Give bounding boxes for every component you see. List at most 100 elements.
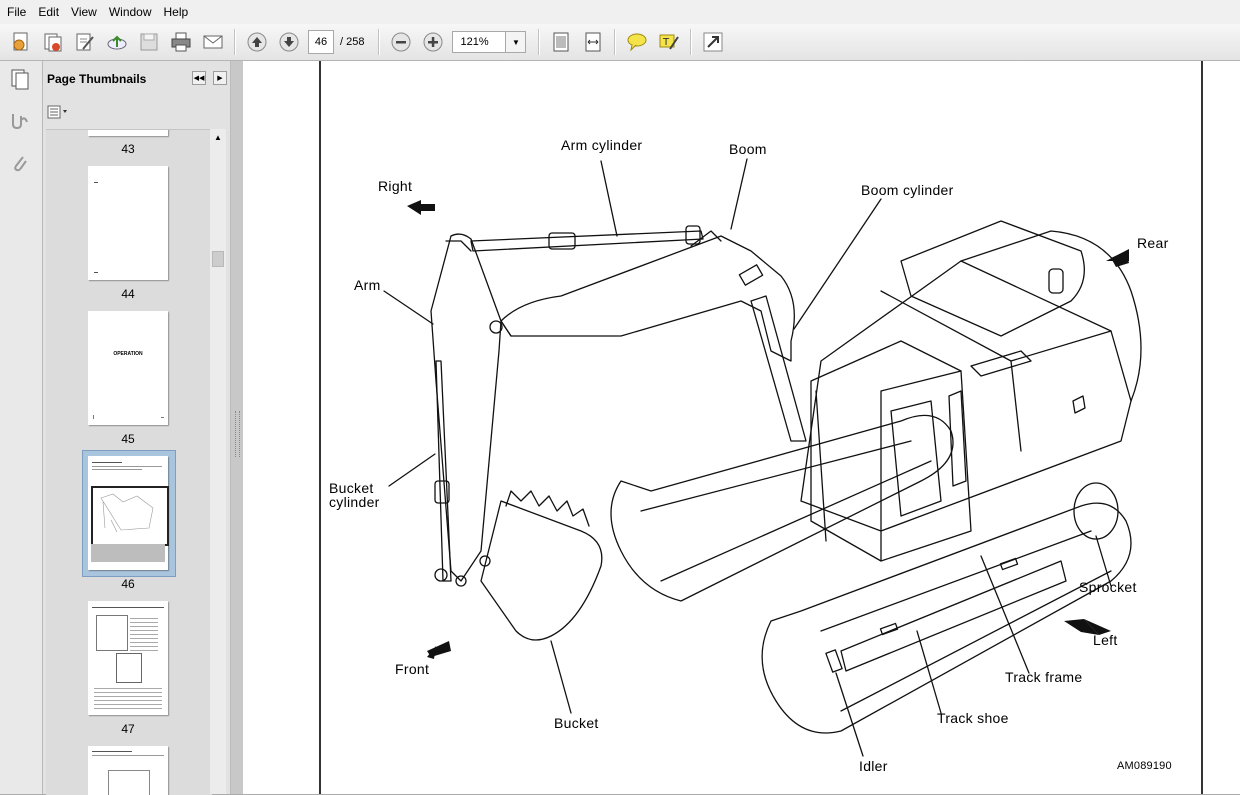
scrollbar-thumb[interactable] <box>212 251 224 267</box>
fit-width-icon[interactable] <box>580 29 606 55</box>
thumbnail-scrollbar[interactable]: ▲ <box>210 129 226 794</box>
label-bucket-cylinder-line2: cylinder <box>329 494 380 510</box>
label-arm-cylinder: Arm cylinder <box>561 137 642 153</box>
email-icon[interactable] <box>200 29 226 55</box>
toolbar-separator <box>378 29 380 55</box>
next-page-icon[interactable] <box>276 29 302 55</box>
expand-icon[interactable] <box>700 29 726 55</box>
exhaust-stack <box>1049 269 1063 293</box>
upper-structure <box>801 231 1141 531</box>
print-icon[interactable] <box>168 29 194 55</box>
page-number-label: 46 <box>88 577 168 591</box>
zoom-in-icon[interactable] <box>420 29 446 55</box>
thumbnails-title: Page Thumbnails <box>47 72 146 86</box>
navigation-strip <box>0 61 43 794</box>
expand-panel-button[interactable]: ▶ <box>213 71 227 85</box>
leader-bucket-cylinder <box>389 454 435 486</box>
label-bucket: Bucket <box>554 715 599 731</box>
signatures-icon[interactable] <box>8 109 32 133</box>
leader-track-frame <box>981 556 1029 673</box>
panel-splitter[interactable] <box>230 61 243 794</box>
edit-document-icon[interactable] <box>72 29 98 55</box>
svg-text:T: T <box>662 37 670 48</box>
thumbnail-options-button[interactable] <box>47 104 73 120</box>
page-number-label: 44 <box>88 287 168 301</box>
comment-icon[interactable] <box>624 29 650 55</box>
fit-page-icon[interactable] <box>548 29 574 55</box>
idler <box>826 650 842 672</box>
document-view: Arm cylinder Boom Boom cylinder Right Re… <box>243 61 1240 794</box>
bucket <box>481 501 602 640</box>
menu-view[interactable]: View <box>65 0 103 24</box>
front-track <box>762 503 1131 733</box>
page-thumbnails-icon[interactable] <box>8 67 32 91</box>
thumbnail-heading: OPERATION <box>88 351 168 357</box>
previous-page-icon[interactable] <box>244 29 270 55</box>
label-idler: Idler <box>859 758 888 774</box>
page-thumbnail[interactable] <box>88 456 168 570</box>
thumbnails-panel: Page Thumbnails ◀◀ ▶ 43 44 OPERATION 45 <box>43 61 230 794</box>
toolbar: 46 / 258 121% ▼ T <box>0 24 1240 61</box>
page-number-label: 47 <box>88 722 168 736</box>
leader-boom <box>731 159 747 229</box>
thumbnails-header: Page Thumbnails ◀◀ ▶ <box>43 61 230 97</box>
page-thumbnail[interactable] <box>88 601 168 715</box>
menu-file[interactable]: File <box>0 0 32 24</box>
options-menu-icon <box>47 105 71 119</box>
attachments-icon[interactable] <box>8 151 32 175</box>
label-right: Right <box>378 178 412 194</box>
double-left-icon: ◀◀ <box>194 74 205 82</box>
chevron-down-icon: ▼ <box>512 38 520 47</box>
leader-boom-cylinder <box>794 199 881 329</box>
toolbar-separator <box>614 29 616 55</box>
leader-idler <box>836 673 863 756</box>
boom-cylinder <box>751 296 806 441</box>
label-front: Front <box>395 661 429 677</box>
label-track-frame: Track frame <box>1005 669 1082 685</box>
right-arrow-icon <box>407 200 435 215</box>
boom <box>501 236 794 361</box>
page-number-label: 45 <box>88 432 168 446</box>
figure-code: AM089190 <box>1117 760 1172 772</box>
collapse-panel-button[interactable]: ◀◀ <box>192 71 206 85</box>
leader-arm <box>384 291 433 324</box>
page-thumbnail[interactable]: OPERATION <box>88 311 168 425</box>
scroll-up-icon[interactable]: ▲ <box>214 133 222 142</box>
sprocket <box>1074 483 1118 539</box>
toolbar-separator <box>690 29 692 55</box>
leader-arm-cylinder <box>601 161 617 236</box>
document-page: Arm cylinder Boom Boom cylinder Right Re… <box>319 61 1203 794</box>
label-left: Left <box>1093 632 1118 648</box>
toolbar-separator <box>234 29 236 55</box>
menu-edit[interactable]: Edit <box>32 0 65 24</box>
label-boom: Boom <box>729 141 767 157</box>
label-boom-cylinder: Boom cylinder <box>861 182 954 198</box>
engine-hood <box>901 221 1084 336</box>
page-count: / 258 <box>340 36 364 48</box>
highlight-text-icon[interactable]: T <box>656 29 682 55</box>
page-number-label: 43 <box>88 142 168 156</box>
label-arm: Arm <box>354 277 381 293</box>
leader-track-shoe <box>917 631 941 713</box>
combine-files-icon[interactable] <box>40 29 66 55</box>
zoom-out-icon[interactable] <box>388 29 414 55</box>
page-thumbnail[interactable] <box>88 166 168 280</box>
page-number-input[interactable]: 46 <box>308 30 334 54</box>
visible-region-box[interactable] <box>91 486 169 546</box>
create-pdf-icon[interactable] <box>8 29 34 55</box>
page-thumbnail[interactable] <box>88 746 168 795</box>
zoom-level-input[interactable]: 121% <box>452 31 506 53</box>
menu-bar: File Edit View Window Help <box>0 0 1240 25</box>
right-arrow-icon: ▶ <box>217 74 222 82</box>
label-rear: Rear <box>1137 235 1169 251</box>
menu-window[interactable]: Window <box>103 0 158 24</box>
leader-bucket <box>551 641 571 713</box>
page-thumbnail[interactable] <box>88 129 168 136</box>
zoom-dropdown-button[interactable]: ▼ <box>506 31 526 53</box>
save-icon[interactable] <box>136 29 162 55</box>
menu-help[interactable]: Help <box>158 0 195 24</box>
upload-cloud-icon[interactable] <box>104 29 130 55</box>
label-sprocket: Sprocket <box>1079 579 1137 595</box>
toolbar-separator <box>538 29 540 55</box>
thumbnail-list: 43 44 OPERATION 45 46 <box>46 129 212 795</box>
